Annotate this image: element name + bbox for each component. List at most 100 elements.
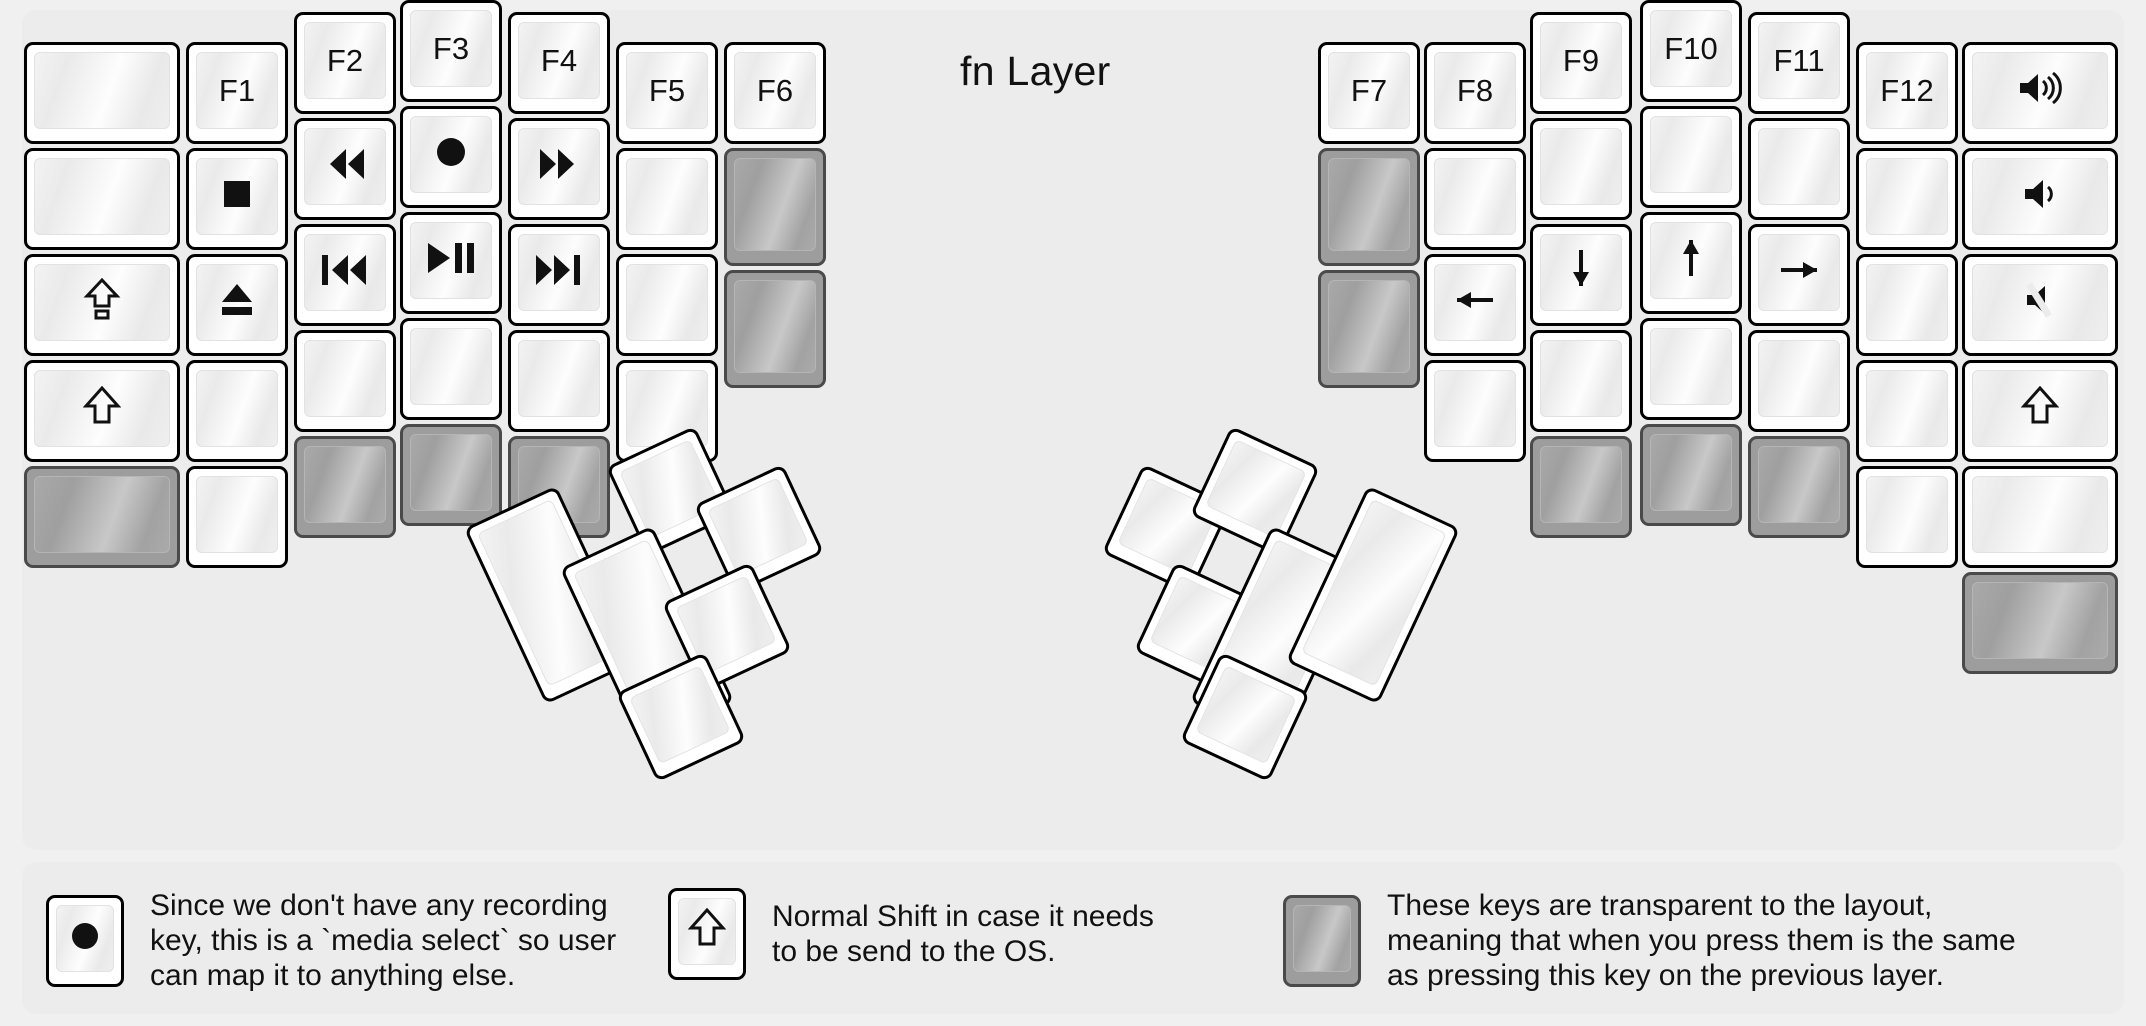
col-f9-key-2[interactable] <box>1530 224 1632 326</box>
shift-icon <box>687 907 727 956</box>
col-f1-key-3[interactable] <box>186 360 288 462</box>
col-f12-key-3[interactable] <box>1856 360 1958 462</box>
col-outer-right-key-4[interactable] <box>1962 466 2118 568</box>
keycap-face <box>304 446 386 523</box>
col-f10-key-0[interactable]: F10 <box>1640 0 1742 102</box>
col-f1-key-0[interactable]: F1 <box>186 42 288 144</box>
keycap-face <box>734 158 816 251</box>
col-f5-key-2[interactable] <box>616 254 718 356</box>
col-f12-key-2[interactable] <box>1856 254 1958 356</box>
keycap-face <box>410 10 492 87</box>
col-f2-key-2[interactable] <box>294 224 396 326</box>
keycap-face <box>196 264 278 341</box>
col-outer-left-key-3[interactable] <box>24 360 180 462</box>
keycap-face <box>1434 158 1516 235</box>
keycap-face <box>304 128 386 205</box>
keycap-face <box>1434 52 1516 129</box>
keycap-face <box>410 434 492 511</box>
keycap-face <box>34 52 170 129</box>
col-f1-key-4[interactable] <box>186 466 288 568</box>
col-outer-right-key-1[interactable] <box>1962 148 2118 250</box>
col-f5-key-1[interactable] <box>616 148 718 250</box>
keycap-face <box>1758 340 1840 417</box>
col-f11-key-0[interactable]: F11 <box>1748 12 1850 114</box>
keycap-face <box>734 52 816 129</box>
col-f9-key-3[interactable] <box>1530 330 1632 432</box>
keycap-face <box>1972 476 2108 553</box>
col-f1-key-2[interactable] <box>186 254 288 356</box>
keycap-face <box>518 234 600 311</box>
col-f4-key-1[interactable] <box>508 118 610 220</box>
col-f12-key-0[interactable]: F12 <box>1856 42 1958 144</box>
keycap-face <box>734 280 816 373</box>
col-f2-key-3[interactable] <box>294 330 396 432</box>
keycap-face <box>1540 446 1622 523</box>
keycap-face <box>1205 439 1307 539</box>
col-f11-key-4[interactable] <box>1748 436 1850 538</box>
col-f8-key-0[interactable]: F8 <box>1424 42 1526 144</box>
keycap-face <box>626 52 708 129</box>
col-outer-left-key-1[interactable] <box>24 148 180 250</box>
col-f2-key-1[interactable] <box>294 118 396 220</box>
col-f6-key-0[interactable]: F6 <box>724 42 826 144</box>
keycap-face <box>1650 116 1732 193</box>
col-f12-key-4[interactable] <box>1856 466 1958 568</box>
keycap-face <box>34 476 170 553</box>
keycap-face <box>1540 234 1622 311</box>
keycap-face <box>1866 52 1948 129</box>
col-f8-key-3[interactable] <box>1424 360 1526 462</box>
col-f8-key-1[interactable] <box>1424 148 1526 250</box>
col-f3-key-3[interactable] <box>400 318 502 420</box>
col-f9-key-0[interactable]: F9 <box>1530 12 1632 114</box>
col-outer-left-key-0[interactable] <box>24 42 180 144</box>
col-f9-key-1[interactable] <box>1530 118 1632 220</box>
col-f7-key-2[interactable] <box>1318 270 1420 388</box>
col-f4-key-0[interactable]: F4 <box>508 12 610 114</box>
col-outer-left-key-4[interactable] <box>24 466 180 568</box>
col-f3-key-1[interactable] <box>400 106 502 208</box>
col-f10-key-1[interactable] <box>1640 106 1742 208</box>
col-f7-key-1[interactable] <box>1318 148 1420 266</box>
col-f3-key-2[interactable] <box>400 212 502 314</box>
col-f3-key-0[interactable]: F3 <box>400 0 502 102</box>
col-f9-key-4[interactable] <box>1530 436 1632 538</box>
col-f11-key-1[interactable] <box>1748 118 1850 220</box>
page-title: fn Layer <box>960 48 1111 94</box>
col-f10-key-2[interactable] <box>1640 212 1742 314</box>
col-f10-key-3[interactable] <box>1640 318 1742 420</box>
col-f8-key-2[interactable] <box>1424 254 1526 356</box>
keycap-face <box>410 116 492 193</box>
col-outer-left-key-2[interactable] <box>24 254 180 356</box>
col-f4-key-3[interactable] <box>508 330 610 432</box>
keycap-face <box>34 264 170 341</box>
col-outer-right-key-5[interactable] <box>1962 572 2118 674</box>
keycap-face <box>410 222 492 299</box>
col-f4-key-2[interactable] <box>508 224 610 326</box>
col-outer-right-key-2[interactable] <box>1962 254 2118 356</box>
keycap-face <box>304 22 386 99</box>
keycap-face <box>1866 370 1948 447</box>
keycap-face <box>304 340 386 417</box>
keycap-face <box>1650 10 1732 87</box>
col-f6-key-2[interactable] <box>724 270 826 388</box>
col-f11-key-3[interactable] <box>1748 330 1850 432</box>
keycap-face <box>1328 52 1410 129</box>
col-f5-key-0[interactable]: F5 <box>616 42 718 144</box>
col-f2-key-0[interactable]: F2 <box>294 12 396 114</box>
keycap-face <box>707 477 809 577</box>
col-f7-key-0[interactable]: F7 <box>1318 42 1420 144</box>
col-f12-key-1[interactable] <box>1856 148 1958 250</box>
col-f1-key-1[interactable] <box>186 148 288 250</box>
col-f2-key-4[interactable] <box>294 436 396 538</box>
col-f11-key-2[interactable] <box>1748 224 1850 326</box>
col-outer-right-key-0[interactable] <box>1962 42 2118 144</box>
keycap-face <box>1434 264 1516 341</box>
keycap-face <box>629 665 731 765</box>
col-f10-key-4[interactable] <box>1640 424 1742 526</box>
col-outer-right-key-3[interactable] <box>1962 360 2118 462</box>
col-f6-key-1[interactable] <box>724 148 826 266</box>
keycap-face <box>1972 264 2108 341</box>
keycap-face <box>1650 222 1732 299</box>
col-f3-key-4[interactable] <box>400 424 502 526</box>
